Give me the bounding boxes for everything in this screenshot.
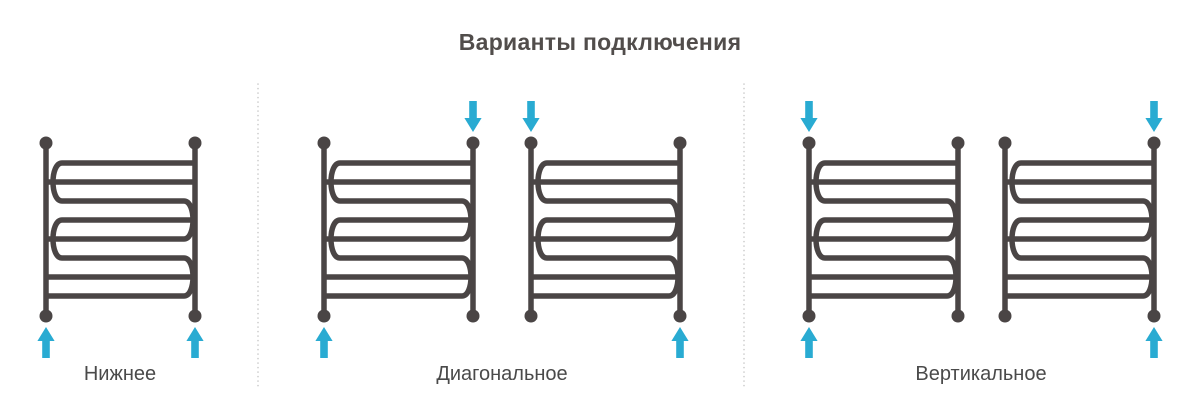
group-diagonal-connection <box>315 101 688 358</box>
flow-arrow-down-icon <box>522 101 540 132</box>
flow-arrow-down-icon <box>1145 101 1163 132</box>
group-label-diagonal: Диагональное <box>436 363 568 385</box>
flow-arrow-up-icon <box>186 327 204 358</box>
flow-arrow-down-icon <box>464 101 482 132</box>
radiator-diagram <box>40 137 202 323</box>
flow-arrow-up-icon <box>800 327 818 358</box>
group-label-vertical: Вертикальное <box>915 363 1047 385</box>
radiator-diagram <box>318 137 480 323</box>
page-title: Варианты подключения <box>458 29 742 55</box>
radiator-diagram <box>803 137 965 323</box>
flow-arrow-up-icon <box>37 327 55 358</box>
flow-arrow-up-icon <box>315 327 333 358</box>
flow-arrow-up-icon <box>671 327 689 358</box>
radiator-diagram <box>525 137 687 323</box>
group-label-bottom: Нижнее <box>83 363 157 385</box>
group-vertical-connection <box>800 101 1162 358</box>
flow-arrow-down-icon <box>800 101 818 132</box>
radiator-diagram <box>999 137 1161 323</box>
flow-arrow-up-icon <box>1145 327 1163 358</box>
group-bottom-connection <box>37 137 204 358</box>
